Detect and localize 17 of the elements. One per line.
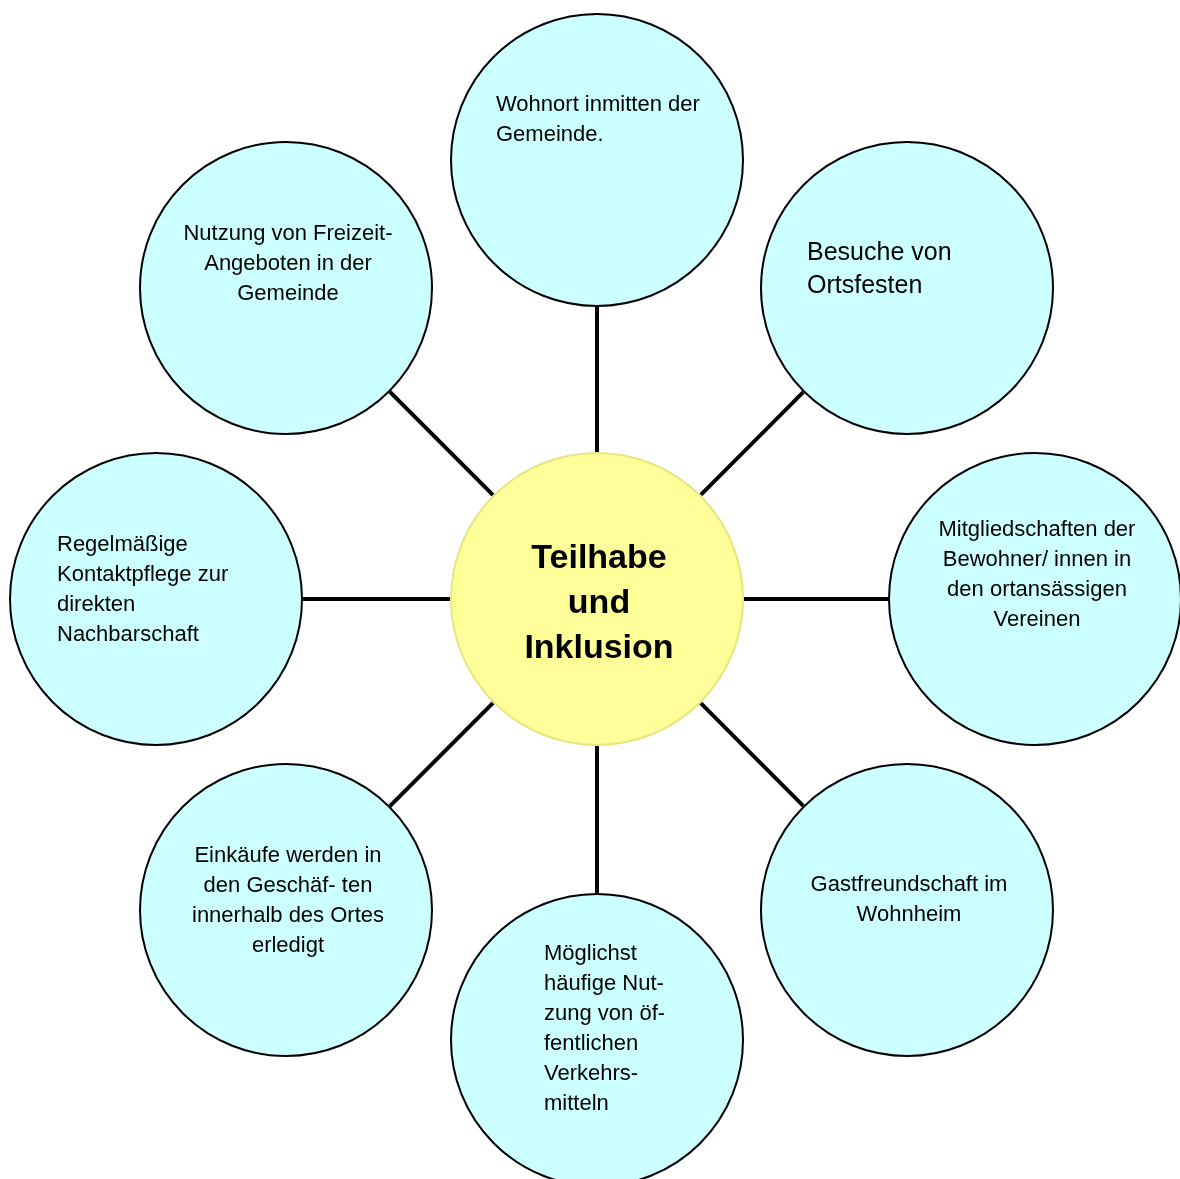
connector-line: [744, 597, 888, 601]
central-title: Teilhabe und Inklusion: [523, 536, 675, 667]
topic-text: Mitgliedschaften der Bewohner/ innen in den ortansässigen Vereinen: [937, 515, 1137, 633]
connector-line: [595, 307, 599, 452]
connector-line: [303, 597, 450, 601]
topic-text: Besuche von Ortsfesten: [807, 236, 953, 300]
topic-text: Möglichst häufige Nut- zung von öf- fentlichen Verkehrs- mitteln: [544, 939, 667, 1117]
connector-line: [699, 701, 805, 808]
topic-text: Einkäufe werden in den Geschäf- ten innerhalb des Ortes erledigt: [191, 841, 385, 959]
connector-line: [595, 746, 599, 893]
topic-text: Regelmäßige Kontaktpflege zur direkten Nachbarschaft: [57, 530, 230, 648]
connector-line: [388, 701, 495, 808]
topic-text: Nutzung von Freizeit- Angeboten in der Gemeinde: [183, 219, 393, 307]
topic-text: Wohnort inmitten der Gemeinde.: [496, 90, 701, 148]
connector-line: [388, 390, 495, 497]
topic-text: Gastfreundschaft im Wohnheim: [809, 870, 1009, 928]
connector-line: [699, 390, 805, 497]
